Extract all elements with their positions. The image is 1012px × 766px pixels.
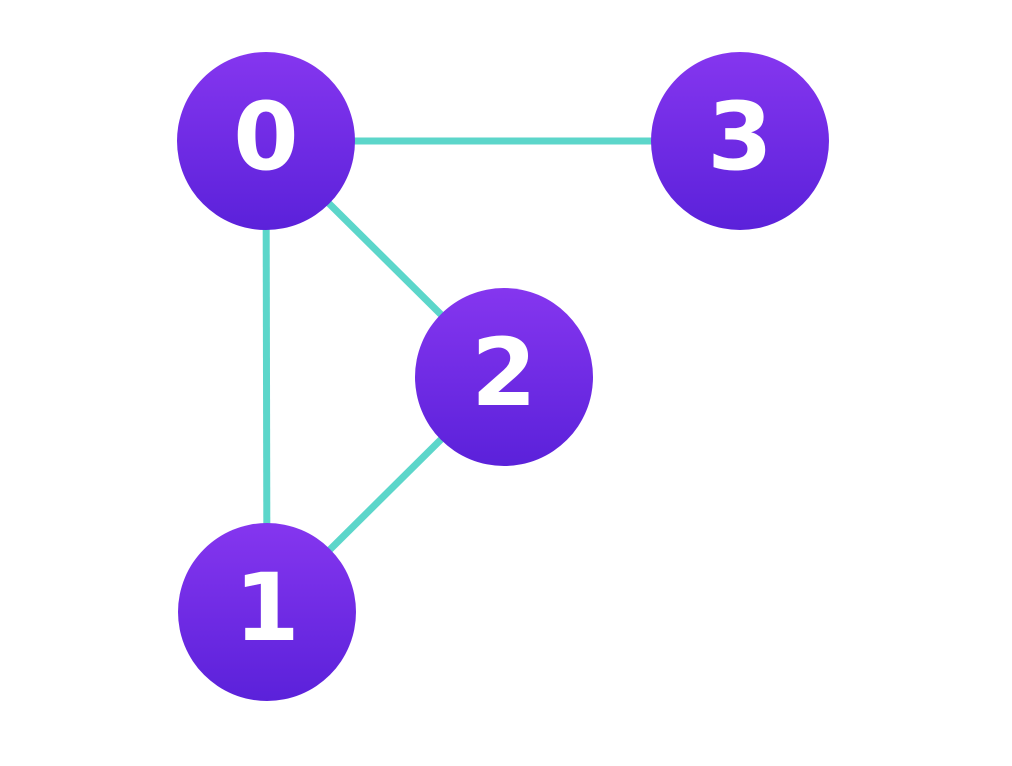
node-label: 1	[234, 554, 300, 663]
graph-node-3[interactable]: 3	[651, 52, 829, 230]
graph-node-1[interactable]: 1	[178, 523, 356, 701]
graph-node-2[interactable]: 2	[415, 288, 593, 466]
graph-node-0[interactable]: 0	[177, 52, 355, 230]
node-label: 2	[471, 319, 537, 428]
node-label: 0	[233, 83, 299, 192]
node-label: 3	[707, 83, 773, 192]
